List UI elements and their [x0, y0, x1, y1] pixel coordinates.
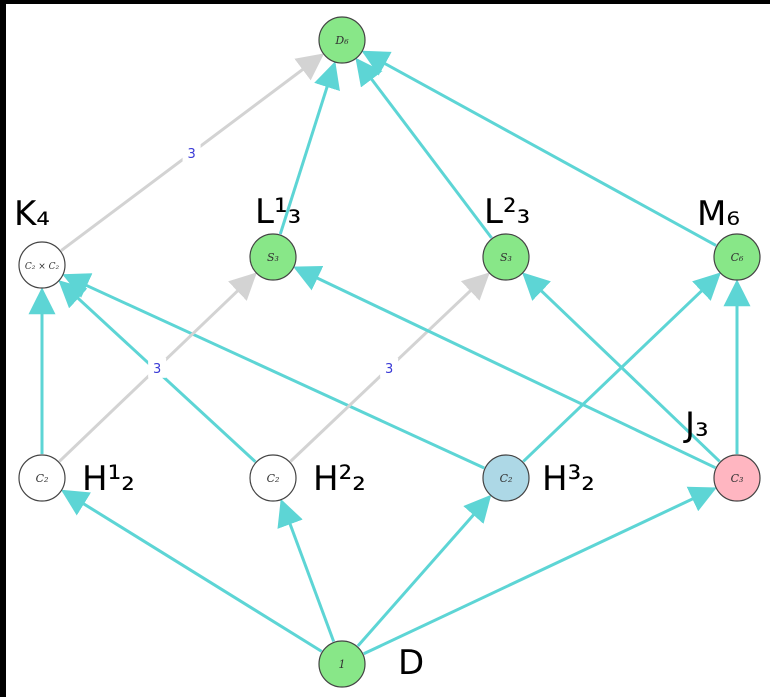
edge-one-to-J3 [363, 486, 717, 656]
node-label: S₃ [267, 251, 279, 264]
node-L32[interactable]: S₃ [482, 233, 530, 281]
edge-multiplicity-label: 3 [385, 362, 393, 377]
handwritten-annotations-layer: K₄ L¹₃ L²₃ M₆ H¹₂ H²₂ H³₂ J₃ D [14, 192, 740, 683]
multiplicity-label-bg [380, 357, 399, 378]
handwritten-label-J3: J₃ [683, 405, 709, 445]
handwritten-label-H23: H³₂ [542, 459, 595, 499]
edge-L32-to-D6 [355, 57, 493, 239]
node-circle [713, 454, 761, 502]
node-label: 1 [339, 658, 346, 671]
node-circle [482, 454, 530, 502]
node-circle [482, 233, 530, 281]
node-label: C₆ [731, 251, 744, 264]
node-circle [713, 233, 761, 281]
node-M6[interactable]: C₆ [713, 233, 761, 281]
edge-L31-to-D6 [278, 61, 340, 235]
edge-one-to-H23 [356, 494, 492, 647]
node-label: S₃ [500, 251, 512, 264]
node-H23[interactable]: C₂ [482, 454, 530, 502]
handwritten-label-one: D [398, 643, 424, 683]
node-circle [249, 454, 297, 502]
node-one[interactable]: 1 [318, 640, 366, 688]
node-D6[interactable]: D₆ [318, 16, 366, 64]
node-label: C₂ [267, 472, 280, 485]
handwritten-label-K4: K₄ [14, 194, 50, 234]
handwritten-label-L32: L²₃ [484, 192, 530, 232]
edge-multiplicity-label: 3 [187, 147, 195, 162]
multiplicity-label-bg [182, 142, 201, 163]
node-L31[interactable]: S₃ [249, 233, 297, 281]
nodes-layer: D₆ C₂ × C₂ S₃ S₃ C₆ C₂ C₂ C₂ C₃ 1 [18, 16, 761, 688]
handwritten-label-H22: H²₂ [313, 459, 366, 499]
edge-M6-to-D6 [361, 50, 717, 247]
multiplicity-labels-layer: 3 3 3 [148, 142, 399, 378]
node-H22[interactable]: C₂ [249, 454, 297, 502]
handwritten-label-L31: L¹₃ [255, 192, 301, 232]
edge-J3-to-L31 [293, 266, 716, 470]
handwritten-label-M6: M₆ [697, 194, 740, 234]
multiplicity-label-bg [148, 357, 167, 378]
diagram-canvas: 3 3 3 D₆ C₂ × C₂ S₃ S₃ C₆ C₂ C₂ C₂ C₃ 1 K₄ L¹₃ L²₃ M₆ H… [6, 4, 770, 697]
edge-one-to-H21 [60, 489, 323, 653]
node-H21[interactable]: C₂ [18, 454, 66, 502]
handwritten-label-H21: H¹₂ [82, 459, 135, 499]
node-label: C₂ × C₂ [25, 262, 60, 272]
node-circle [249, 233, 297, 281]
node-circle [318, 16, 366, 64]
node-J3[interactable]: C₃ [713, 454, 761, 502]
node-circle [318, 640, 366, 688]
edge-H23-to-M6 [522, 272, 721, 463]
edges-layer [28, 50, 751, 656]
node-circle [18, 454, 66, 502]
node-label: D₆ [334, 34, 349, 47]
node-label: C₂ [36, 472, 49, 485]
subgroup-lattice-diagram: 3 3 3 D₆ C₂ × C₂ S₃ S₃ C₆ C₂ C₂ C₂ C₃ 1 K₄ L¹₃ L²₃ M₆ H… [14, 16, 761, 688]
node-circle [18, 241, 66, 289]
node-label: C₂ [500, 472, 513, 485]
node-K4[interactable]: C₂ × C₂ [18, 241, 66, 289]
edge-one-to-H22 [277, 498, 336, 643]
edge-multiplicity-label: 3 [153, 362, 161, 377]
node-label: C₃ [731, 472, 744, 485]
edge-H23-to-K4 [62, 273, 485, 470]
